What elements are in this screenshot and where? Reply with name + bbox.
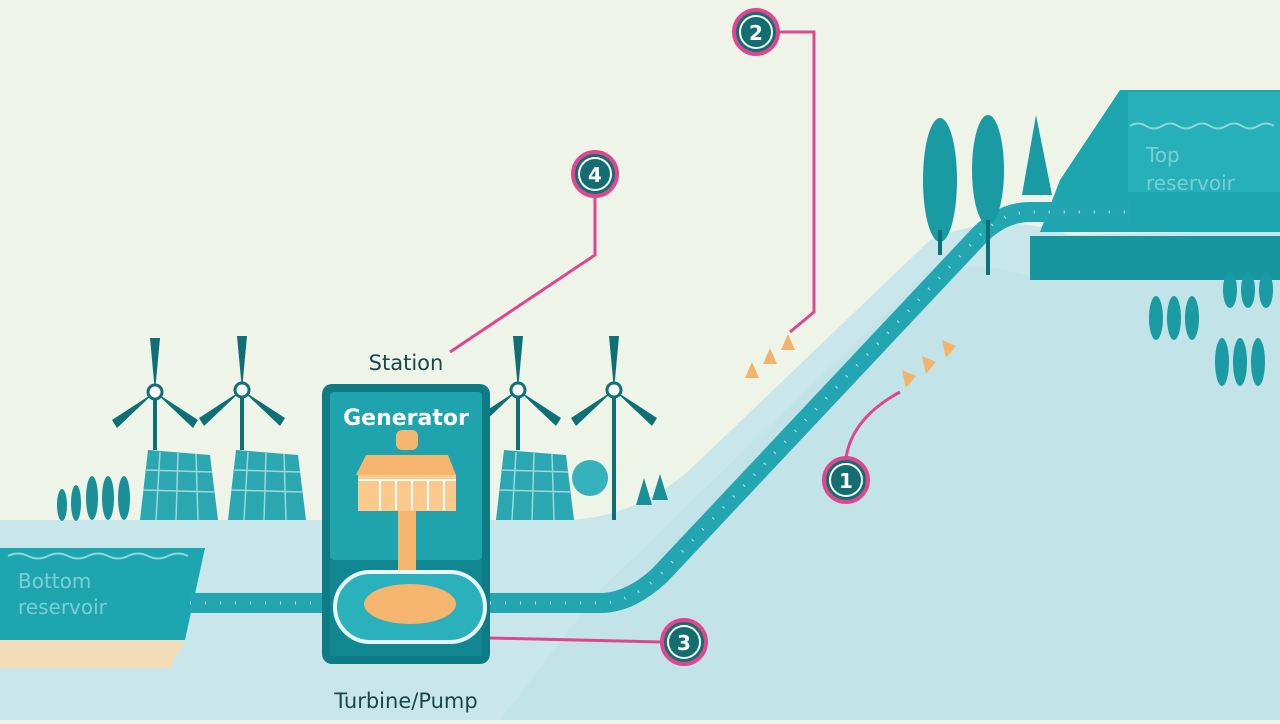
wind-turbine [112, 338, 198, 450]
solar-panel [228, 450, 306, 521]
bottom-reservoir-label-line2: reservoir [18, 595, 108, 619]
solar-panel [140, 450, 218, 521]
penstock-pipe [190, 202, 1130, 613]
wind-turbines [112, 336, 657, 520]
bottom-reservoir-label-line1: Bottom [18, 569, 91, 593]
callout-badge-1: 1 [822, 456, 870, 504]
callout-line-1 [844, 390, 901, 459]
callout-line-3 [489, 636, 661, 644]
callout-line-2 [778, 30, 816, 334]
top-reservoir-label-line2: reservoir [1146, 171, 1236, 195]
trees-hilltop [923, 115, 1052, 275]
callout-number-1: 1 [839, 469, 853, 493]
callout-badge-2: 2 [732, 8, 780, 56]
turbine-pump-icon [364, 584, 456, 624]
trees-left [57, 474, 668, 521]
top-reservoir: Top reservoir [1030, 90, 1280, 280]
wind-turbine [571, 336, 657, 520]
hill-shade [500, 266, 1280, 720]
station-building: Generator [322, 384, 490, 664]
callout-badge-3: 3 [660, 618, 708, 666]
bottom-reservoir: Bottom reservoir [0, 548, 205, 668]
wind-turbine [199, 336, 285, 450]
callout-lines [449, 30, 901, 644]
callout-line-4 [449, 196, 597, 354]
trees-right [1149, 272, 1273, 386]
turbine-pump-label: Turbine/Pump [333, 689, 477, 713]
solar-panels [140, 450, 608, 521]
station-label: Station [369, 351, 444, 375]
callout-number-3: 3 [677, 631, 691, 655]
flow-arrows-down [745, 334, 795, 378]
generator-icon [356, 430, 456, 581]
generator-label: Generator [343, 406, 469, 431]
callout-number-4: 4 [588, 163, 602, 187]
flow-arrows-up [902, 340, 956, 388]
callout-number-2: 2 [749, 21, 763, 45]
callout-badge-4: 4 [571, 150, 619, 198]
top-reservoir-label-line1: Top [1145, 143, 1180, 167]
solar-panel [496, 450, 574, 521]
